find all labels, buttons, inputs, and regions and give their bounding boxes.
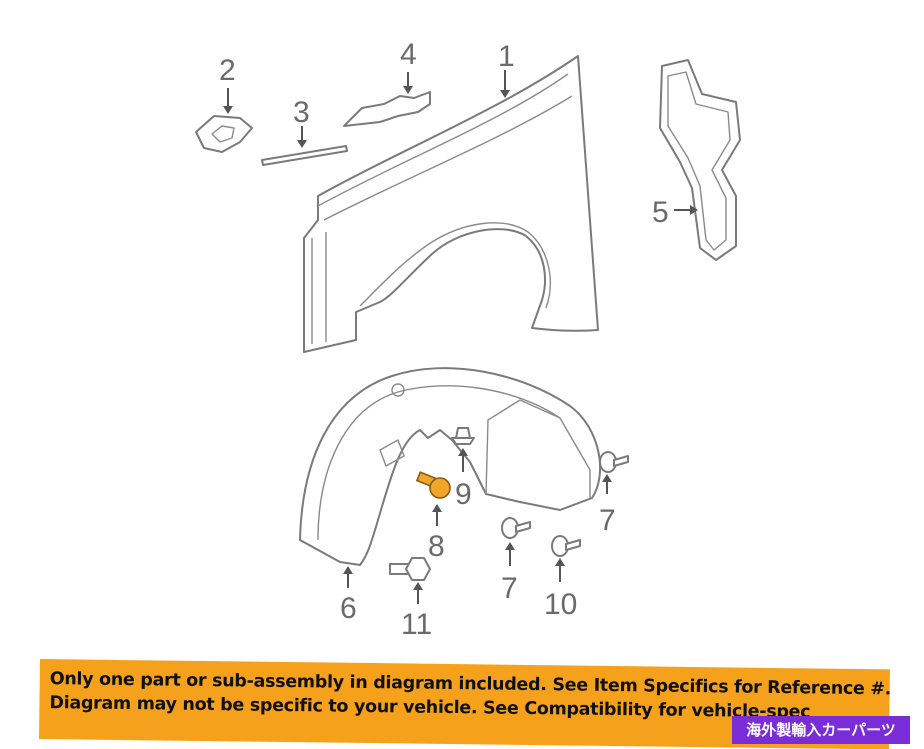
part-11-nut <box>389 557 431 581</box>
part-6-liner <box>299 367 602 566</box>
callout-2: 2 <box>219 54 236 87</box>
part-4-support <box>343 91 431 127</box>
part-2-bracket <box>195 115 253 153</box>
part-3-rod <box>261 145 348 166</box>
callout-9: 9 <box>455 478 472 511</box>
callout-4: 4 <box>400 38 417 71</box>
part-7-pin-lower <box>501 517 531 539</box>
part-5-seal <box>659 59 741 261</box>
part-9-clip <box>451 427 475 445</box>
part-8-bolt-highlighted <box>415 471 451 499</box>
part-7-pin-right <box>599 451 629 473</box>
callout-1: 1 <box>498 40 515 73</box>
part-10-pin <box>551 535 581 557</box>
part-1-fender <box>303 55 599 353</box>
parts-diagram: 1 2 3 4 5 6 7 7 8 9 10 11 <box>195 38 741 641</box>
callout-6: 6 <box>340 592 357 625</box>
callout-7-right: 7 <box>599 504 616 537</box>
callout-3: 3 <box>293 96 310 129</box>
seller-badge: 海外製輸入カーパーツ <box>732 716 910 744</box>
callout-7-lower: 7 <box>501 572 518 605</box>
callout-11: 11 <box>401 608 432 641</box>
callout-10: 10 <box>544 588 577 621</box>
callout-8: 8 <box>428 530 445 563</box>
callout-5: 5 <box>652 196 669 229</box>
